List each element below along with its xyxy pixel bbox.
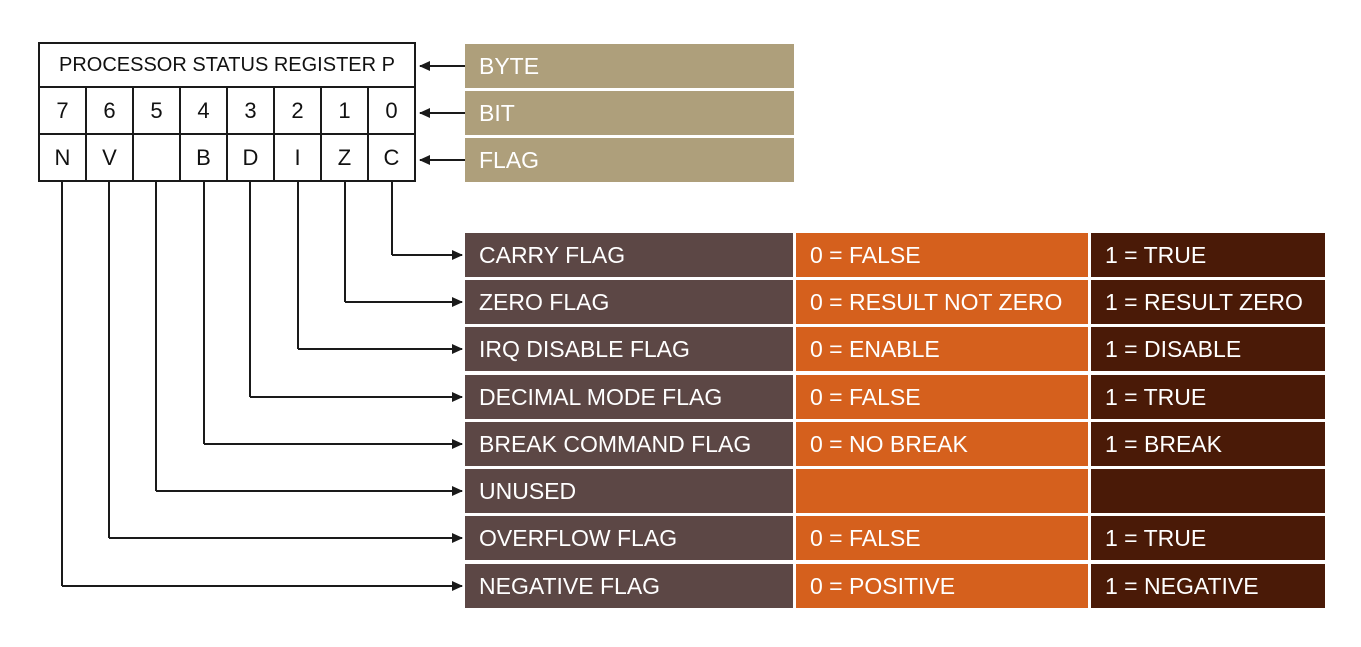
flag-name: NEGATIVE FLAG (465, 564, 793, 608)
flag-cell: I (275, 135, 322, 180)
flag-name: UNUSED (465, 469, 793, 513)
flag-row-negative: NEGATIVE FLAG 0 = POSITIVE 1 = NEGATIVE (465, 564, 1325, 608)
flag-zero-value: 0 = FALSE (796, 375, 1088, 419)
flag-zero-value: 0 = FALSE (796, 516, 1088, 560)
flag-name: OVERFLOW FLAG (465, 516, 793, 560)
flag-zero-value: 0 = RESULT NOT ZERO (796, 280, 1088, 324)
flag-one-value: 1 = TRUE (1091, 516, 1325, 560)
flag-cell: D (228, 135, 275, 180)
flag-name: BREAK COMMAND FLAG (465, 422, 793, 466)
flag-row-decimal: DECIMAL MODE FLAG 0 = FALSE 1 = TRUE (465, 375, 1325, 419)
register-title: PROCESSOR STATUS REGISTER P (38, 42, 416, 88)
byte-label: BYTE (465, 44, 794, 88)
bit-cell: 4 (181, 88, 228, 133)
flag-name: ZERO FLAG (465, 280, 793, 324)
flag-cell (134, 135, 181, 180)
bit-cell: 7 (40, 88, 87, 133)
flag-zero-value: 0 = ENABLE (796, 327, 1088, 371)
flag-name: CARRY FLAG (465, 233, 793, 277)
flag-cell: C (383, 144, 400, 170)
flag-zero-value: 0 = FALSE (796, 233, 1088, 277)
flag-one-value: 1 = TRUE (1091, 375, 1325, 419)
flag-one-value (1091, 469, 1325, 513)
flag-row-unused: UNUSED (465, 469, 1325, 513)
flag-one-value: 1 = TRUE (1091, 233, 1325, 277)
flag-zero-value (796, 469, 1088, 513)
flag-one-value: 1 = NEGATIVE (1091, 564, 1325, 608)
flag-row-zero: ZERO FLAG 0 = RESULT NOT ZERO 1 = RESULT… (465, 280, 1325, 324)
bit-cell: 1 (322, 88, 369, 133)
bit-cell: 6 (87, 88, 134, 133)
flag-zero-value: 0 = NO BREAK (796, 422, 1088, 466)
flag-cell: Z (322, 135, 369, 180)
flag-one-value: 1 = BREAK (1091, 422, 1325, 466)
flag-one-value: 1 = DISABLE (1091, 327, 1325, 371)
bit-cell: 2 (275, 88, 322, 133)
flag-name: DECIMAL MODE FLAG (465, 375, 793, 419)
flag-zero-value: 0 = POSITIVE (796, 564, 1088, 608)
flag-row-break: BREAK COMMAND FLAG 0 = NO BREAK 1 = BREA… (465, 422, 1325, 466)
flag-cell: N (40, 135, 87, 180)
flag-cell: B (181, 135, 228, 180)
bit-cell: 5 (134, 88, 181, 133)
flag-row-irq: IRQ DISABLE FLAG 0 = ENABLE 1 = DISABLE (465, 327, 1325, 371)
bit-label: BIT (465, 91, 794, 135)
flag-label: FLAG (465, 138, 794, 182)
register-bit-row: 7 6 5 4 3 2 1 0 (38, 88, 416, 135)
bit-cell: 3 (228, 88, 275, 133)
flag-row-carry: CARRY FLAG 0 = FALSE 1 = TRUE (465, 233, 1325, 277)
flag-one-value: 1 = RESULT ZERO (1091, 280, 1325, 324)
flag-cell: V (87, 135, 134, 180)
flag-name: IRQ DISABLE FLAG (465, 327, 793, 371)
register-flag-row: N V B D I Z C (38, 135, 416, 182)
bit-cell: 0 (385, 97, 398, 123)
flag-row-overflow: OVERFLOW FLAG 0 = FALSE 1 = TRUE (465, 516, 1325, 560)
